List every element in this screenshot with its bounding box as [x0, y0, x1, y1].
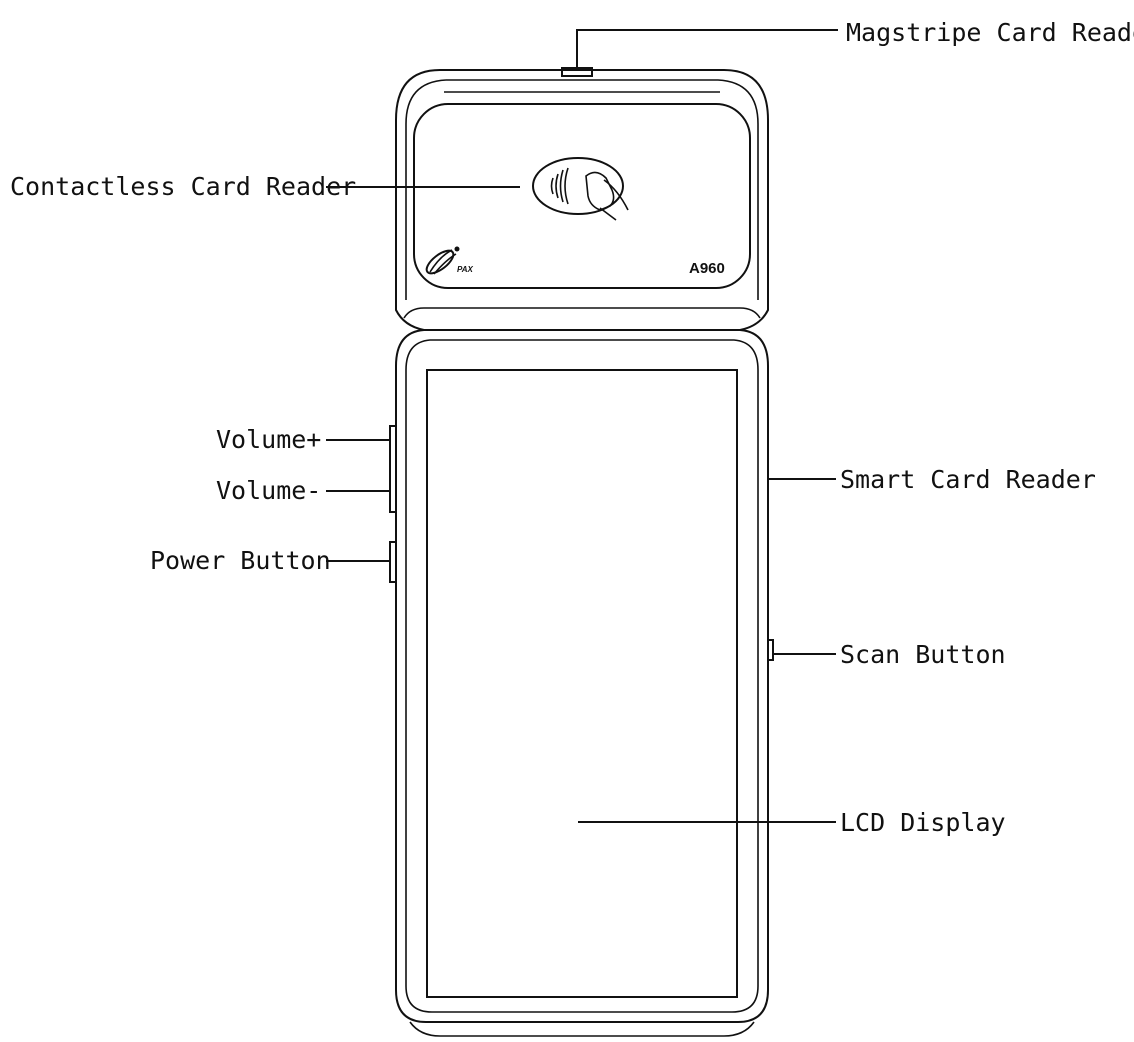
model-label: A960: [689, 260, 725, 277]
volume-rocker: [389, 425, 397, 513]
head-inner-shell-left: [405, 79, 447, 300]
device-body: [389, 67, 774, 1037]
pax-logo-icon: PAX: [425, 246, 474, 275]
main-body-shell: [395, 329, 769, 1023]
label-lcd-display: LCD Display: [840, 808, 1006, 837]
leader-lines: [326, 29, 838, 823]
waist-line: [403, 307, 761, 319]
logo-text: PAX: [457, 265, 474, 274]
contactless-payment-icon: [532, 157, 629, 221]
head-outer-shell: [395, 69, 769, 331]
label-power-button: Power Button: [150, 546, 331, 575]
bottom-foot: [409, 1021, 755, 1037]
head-inner-shell-right: [446, 79, 759, 300]
label-volume-up: Volume+: [216, 425, 321, 454]
contactless-window: [413, 103, 751, 289]
scan-button-key: [767, 639, 774, 661]
label-volume-down: Volume-: [216, 476, 321, 505]
leader-magstripe: [576, 29, 838, 70]
power-button-key: [389, 541, 397, 583]
label-contactless-card-reader: Contactless Card Reader: [10, 172, 356, 201]
label-smart-card-reader: Smart Card Reader: [840, 465, 1096, 494]
label-magstripe-card-reader: Magstripe Card Reader: [846, 18, 1134, 47]
main-body-bezel: [405, 339, 759, 1013]
lcd-display-panel: [426, 369, 738, 998]
label-scan-button: Scan Button: [840, 640, 1006, 669]
